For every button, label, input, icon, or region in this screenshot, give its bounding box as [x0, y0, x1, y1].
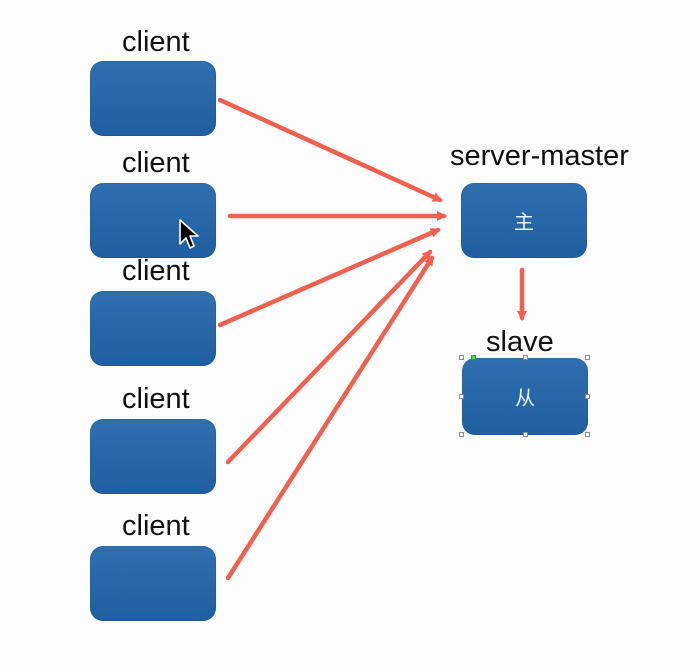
- arrow-client5-to-master: [225, 255, 435, 581]
- arrow-client1-to-master: [217, 97, 443, 203]
- selection-handle[interactable]: [585, 432, 590, 437]
- client-node[interactable]: [90, 183, 216, 258]
- arrow-client4-to-master: [225, 249, 433, 465]
- selection-handle[interactable]: [459, 432, 464, 437]
- client-label: client: [122, 383, 190, 415]
- mouse-pointer-icon: [179, 219, 199, 249]
- slave-label: slave: [486, 326, 554, 358]
- selection-handle[interactable]: [585, 394, 590, 399]
- slave-node-text: 从: [515, 386, 535, 410]
- client-label: client: [122, 147, 190, 179]
- selection-handle[interactable]: [585, 355, 590, 360]
- client-node[interactable]: [90, 546, 216, 621]
- slave-node[interactable]: 从: [462, 358, 588, 435]
- client-label: client: [122, 26, 190, 58]
- selection-handle[interactable]: [523, 355, 528, 360]
- client-label: client: [122, 510, 190, 542]
- selection-handle[interactable]: [459, 355, 464, 360]
- selection-handle[interactable]: [523, 432, 528, 437]
- client-label: client: [122, 255, 190, 287]
- master-label: server-master: [450, 140, 629, 172]
- master-node[interactable]: 主: [461, 183, 587, 258]
- client-node[interactable]: [90, 291, 216, 366]
- client-node[interactable]: [90, 61, 216, 136]
- client-node[interactable]: [90, 419, 216, 494]
- master-node-text: 主: [514, 210, 534, 234]
- selection-handle[interactable]: [459, 394, 464, 399]
- selection-handle[interactable]: [471, 355, 476, 360]
- arrow-client3-to-master: [217, 227, 441, 328]
